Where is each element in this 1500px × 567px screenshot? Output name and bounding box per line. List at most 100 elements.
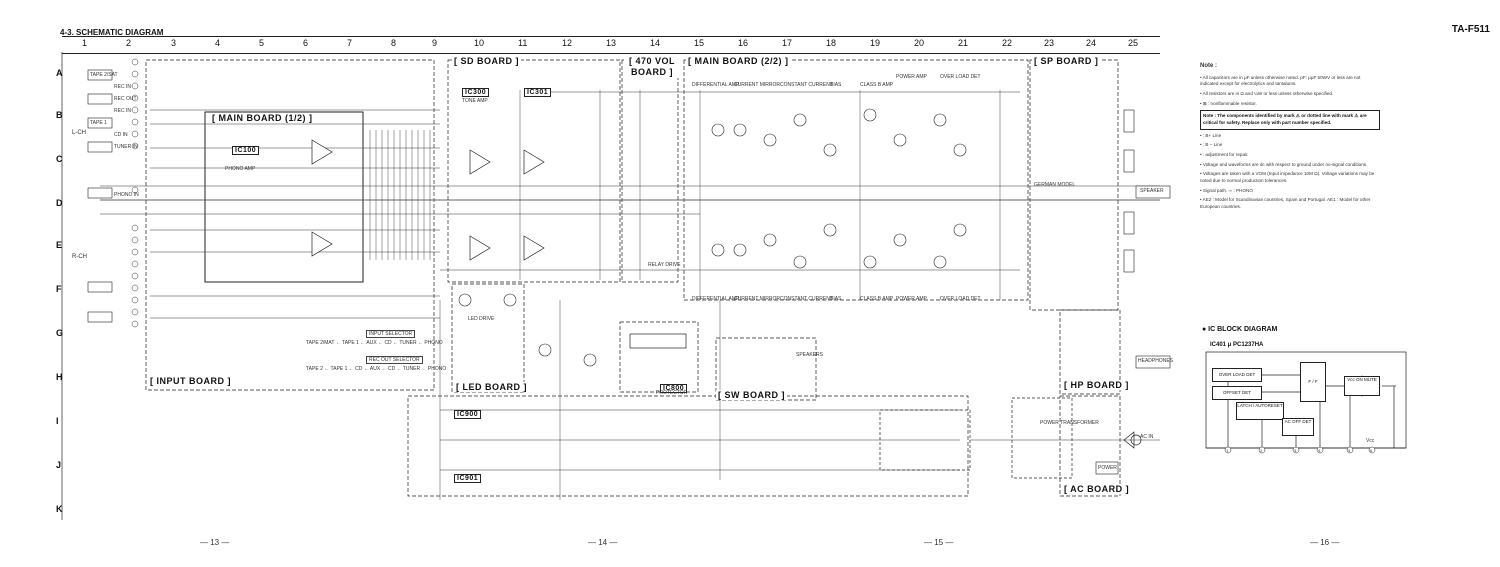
input-selector-label: INPUT SELECTOR <box>366 330 416 338</box>
ic-pin: 6 <box>1370 448 1373 453</box>
ic300-label: IC300 <box>462 88 490 97</box>
ic-pin: 3 <box>1294 448 1297 453</box>
col-label: 4 <box>215 38 221 48</box>
power-switch-label: POWER <box>1098 465 1117 471</box>
ic-pin: 1 <box>1226 448 1229 453</box>
page-number: — 15 — <box>924 538 954 547</box>
col-label: 5 <box>259 38 265 48</box>
col-label: 1 <box>82 38 88 48</box>
row-label: E <box>56 240 63 250</box>
speaker-terminal-label: SPEAKER <box>1140 188 1164 194</box>
current-mirror-label: CURRENT MIRROR <box>734 82 781 88</box>
col-label: 13 <box>606 38 617 48</box>
col-label: 9 <box>432 38 438 48</box>
tone-amp-label: TONE AMP <box>462 98 488 104</box>
note-item: • Voltages are taken with a VOM (Input i… <box>1200 171 1375 183</box>
sd-board-label: [ SD BOARD ] <box>452 56 521 66</box>
block-vcc-on-mute: Vcc ON MUTE <box>1344 376 1380 396</box>
ic100-label: IC100 <box>232 146 260 155</box>
power-amp-label: POWER AMP <box>896 74 927 80</box>
bias-label: BIAS <box>830 82 842 88</box>
col-label: 11 <box>518 38 528 48</box>
row-label: F <box>56 284 62 294</box>
col-label: 20 <box>914 38 925 48</box>
note-item: • : adjustment for repair. <box>1200 151 1249 157</box>
jack-label: PHONO IN <box>114 192 139 198</box>
col-label: 7 <box>347 38 353 48</box>
col-label: 14 <box>650 38 661 48</box>
over-load-det-label: OVER LOAD DET <box>940 74 981 80</box>
headphones-jack-label: HEADPHONES <box>1138 358 1174 364</box>
main-board-1-label: [ MAIN BOARD (1/2) ] <box>210 113 315 123</box>
constant-current-label-r: CONSTANT CURRENT <box>780 296 833 302</box>
hp-board-label: [ HP BOARD ] <box>1062 380 1131 390</box>
col-label: 2 <box>126 38 132 48</box>
block-latch-autoreset: LATCH / AUTORESET <box>1236 402 1284 420</box>
row-label: H <box>56 372 63 382</box>
notes-panel: Note : • All capacitors are in μF unless… <box>1200 62 1380 214</box>
ic901-label: IC901 <box>454 474 482 483</box>
relay-drive-label: RELAY DRIVE <box>648 262 681 268</box>
jack-label: REC IN <box>114 108 131 114</box>
row-label: K <box>56 504 63 514</box>
col-label: 19 <box>870 38 881 48</box>
current-mirror-label-r: CURRENT MIRROR <box>734 296 781 302</box>
ic-pin: 5 <box>1348 448 1351 453</box>
jack-label: CD IN <box>114 132 128 138</box>
bias-label-r: BIAS <box>830 296 842 302</box>
sp-board-label: [ SP BOARD ] <box>1032 56 1101 66</box>
row-label: B <box>56 110 63 120</box>
class-b-amp-label: CLASS B AMP <box>860 82 894 88</box>
ac-board-label: [ AC BOARD ] <box>1062 484 1132 494</box>
row-label: J <box>56 460 62 470</box>
rec-out-selector-label: REC OUT SELECTOR <box>366 356 423 364</box>
ic-block-subtitle: IC401 μ PC1237HA <box>1210 342 1264 348</box>
vol-board-label: [ 470 VOL BOARD ] <box>624 56 680 78</box>
col-label: 10 <box>474 38 485 48</box>
col-label: 23 <box>1044 38 1055 48</box>
led-board-label: [ LED BOARD ] <box>454 382 529 392</box>
note-item: • Voltage and waveforms are dc with resp… <box>1200 161 1368 167</box>
block-over-load-det: OVER LOAD DET <box>1212 368 1262 382</box>
col-label: 16 <box>738 38 749 48</box>
protector-label: PROTECTOR <box>656 390 688 396</box>
block-offset-det: OFFSET DET <box>1212 386 1262 400</box>
block-flip-flop: F / F <box>1300 362 1326 402</box>
main-board-2-label: [ MAIN BOARD (2/2) ] <box>686 56 791 66</box>
ic-pin: 2 <box>1260 448 1263 453</box>
diff-amp-label-r: DIFFERENTIAL AMP <box>692 296 740 302</box>
power-transformer-label: POWER TRANSFORMER <box>1040 420 1099 426</box>
jack-label: TAPE 2/SAT <box>90 72 118 78</box>
col-label: 22 <box>1002 38 1013 48</box>
notes-title: Note : <box>1200 63 1217 69</box>
german-model-label: GERMAN MODEL <box>1034 182 1076 188</box>
power-amp-label-r: POWER AMP <box>896 296 927 302</box>
row-label: D <box>56 198 63 208</box>
page-number: — 14 — <box>588 538 618 547</box>
ic-block-title: ● IC BLOCK DIAGRAM <box>1202 326 1278 333</box>
jack-label: REC OUT <box>114 96 137 102</box>
over-load-det-label-r: OVER LOAD DET <box>940 296 981 302</box>
col-label: 8 <box>391 38 397 48</box>
note-item: • All capacitors are in μF unless otherw… <box>1200 74 1361 87</box>
jack-label: TUNER IN <box>114 144 138 150</box>
col-label: 15 <box>694 38 705 48</box>
sw-board-label: [ SW BOARD ] <box>716 390 787 400</box>
left-channel-label: L-CH <box>72 130 87 136</box>
led-drive-label: LED DRIVE <box>468 316 495 322</box>
ic900-label: IC900 <box>454 410 482 419</box>
note-item: • ⊠ : nonflammable resistor. <box>1200 100 1257 106</box>
page-number: — 13 — <box>200 538 230 547</box>
phono-amp-label: PHONO AMP <box>225 166 256 172</box>
col-label: 18 <box>826 38 837 48</box>
right-channel-label: R-CH <box>72 254 87 260</box>
ac-in-label: AC IN <box>1140 434 1154 440</box>
note-item: • Signal path. ⇨ : PHONO <box>1200 187 1253 193</box>
col-label: 25 <box>1128 38 1139 48</box>
col-label: 17 <box>782 38 793 48</box>
row-label: C <box>56 154 63 164</box>
safety-note-box: Note : The components identified by mark… <box>1200 110 1380 130</box>
class-b-amp-label-r: CLASS B AMP <box>860 296 894 302</box>
rec-out-selector-path: TAPE 2 ← TAPE 1 ← CD ← AUX ← CD ← TUNER … <box>306 366 447 372</box>
jack-label: REC IN <box>114 84 131 90</box>
